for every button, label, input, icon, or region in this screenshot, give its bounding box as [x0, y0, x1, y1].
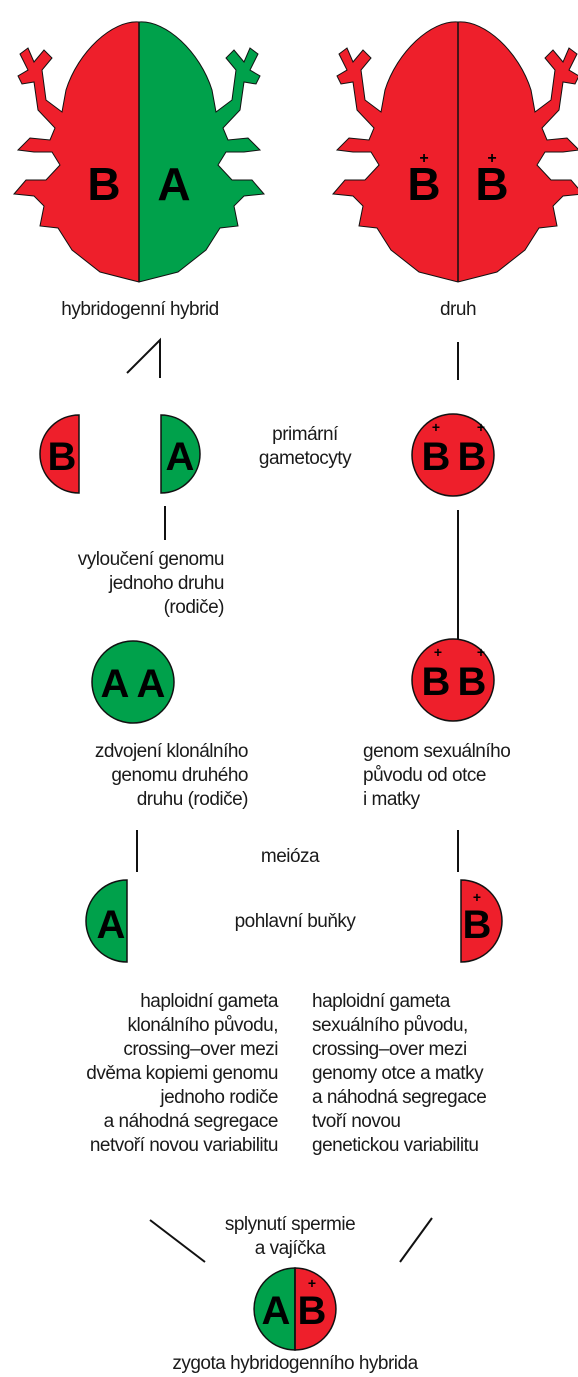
svg-text:B: B: [463, 903, 492, 947]
svg-text:B: B: [298, 1289, 327, 1333]
sexual-genome-label: genom sexuálního původu od otce i matky: [363, 741, 511, 810]
sex-cells-label: pohlavní buňky: [234, 911, 356, 932]
svg-text:B: B: [422, 660, 451, 704]
genome-duplication-label: zdvojení klonálního genomu druhého druhu…: [94, 741, 249, 810]
svg-text:+: +: [473, 889, 481, 905]
svg-text:B: B: [458, 660, 487, 704]
connector-lines: [126, 337, 459, 1263]
svg-text:B: B: [422, 435, 451, 479]
gamete-a-half: A: [85, 879, 128, 963]
fusion-line-left: [149, 1219, 206, 1263]
svg-text:A: A: [137, 662, 166, 706]
clonal-gamete-label: haploidní gameta klonálního původu, cros…: [86, 991, 278, 1156]
zygote-circle: A B +: [253, 1267, 337, 1351]
svg-text:+: +: [308, 1275, 316, 1291]
svg-text:+: +: [477, 419, 485, 435]
svg-text:A: A: [166, 435, 195, 479]
species-letter-b1: B: [407, 158, 440, 210]
gamete-b-half: B +: [460, 879, 503, 963]
duplicated-aa-circle: A A: [91, 640, 175, 724]
species-frog: B B + +: [331, 21, 578, 283]
fusion-label: splynutí spermie a vajíčka: [224, 1214, 356, 1259]
species-frog-body: [331, 21, 578, 283]
split-connector: [126, 337, 161, 378]
svg-text:+: +: [432, 419, 440, 435]
primary-gametocytes-label: primární gametocyty: [258, 424, 352, 469]
species-letter-b2: B: [475, 158, 508, 210]
hybrid-letter-a: A: [157, 158, 190, 210]
gametocyte-bb-circle: B B + +: [411, 413, 495, 497]
svg-text:A: A: [101, 662, 130, 706]
fusion-line-right: [399, 1217, 433, 1263]
svg-text:A: A: [262, 1289, 291, 1333]
species-label: druh: [439, 299, 477, 320]
svg-text:B: B: [48, 435, 77, 479]
sexual-bb-circle: B B + +: [411, 638, 495, 722]
sexual-gamete-label: haploidní gameta sexuálního původu, cros…: [312, 991, 487, 1156]
svg-text:B: B: [458, 435, 487, 479]
species-plus-2: +: [487, 150, 496, 167]
svg-text:+: +: [434, 644, 442, 660]
genome-exclusion-label: vyloučení genomu jednoho druhu (rodiče): [77, 549, 225, 618]
zygote-label: zygota hybridogenního hybrida: [172, 1353, 418, 1374]
hybrid-frog-right-half: [138, 21, 266, 283]
gametocyte-a-half: A: [160, 414, 201, 494]
gametocyte-b-half: B: [39, 414, 80, 494]
hybrid-letter-b: B: [87, 158, 120, 210]
svg-text:+: +: [477, 644, 485, 660]
meiosis-label: meióza: [260, 846, 320, 867]
hybrid-label: hybridogenní hybrid: [61, 299, 219, 320]
species-plus-1: +: [419, 150, 428, 167]
hybrid-frog-left-half: [12, 21, 140, 283]
svg-text:A: A: [97, 903, 126, 947]
hybrid-frog: B A: [12, 21, 266, 283]
